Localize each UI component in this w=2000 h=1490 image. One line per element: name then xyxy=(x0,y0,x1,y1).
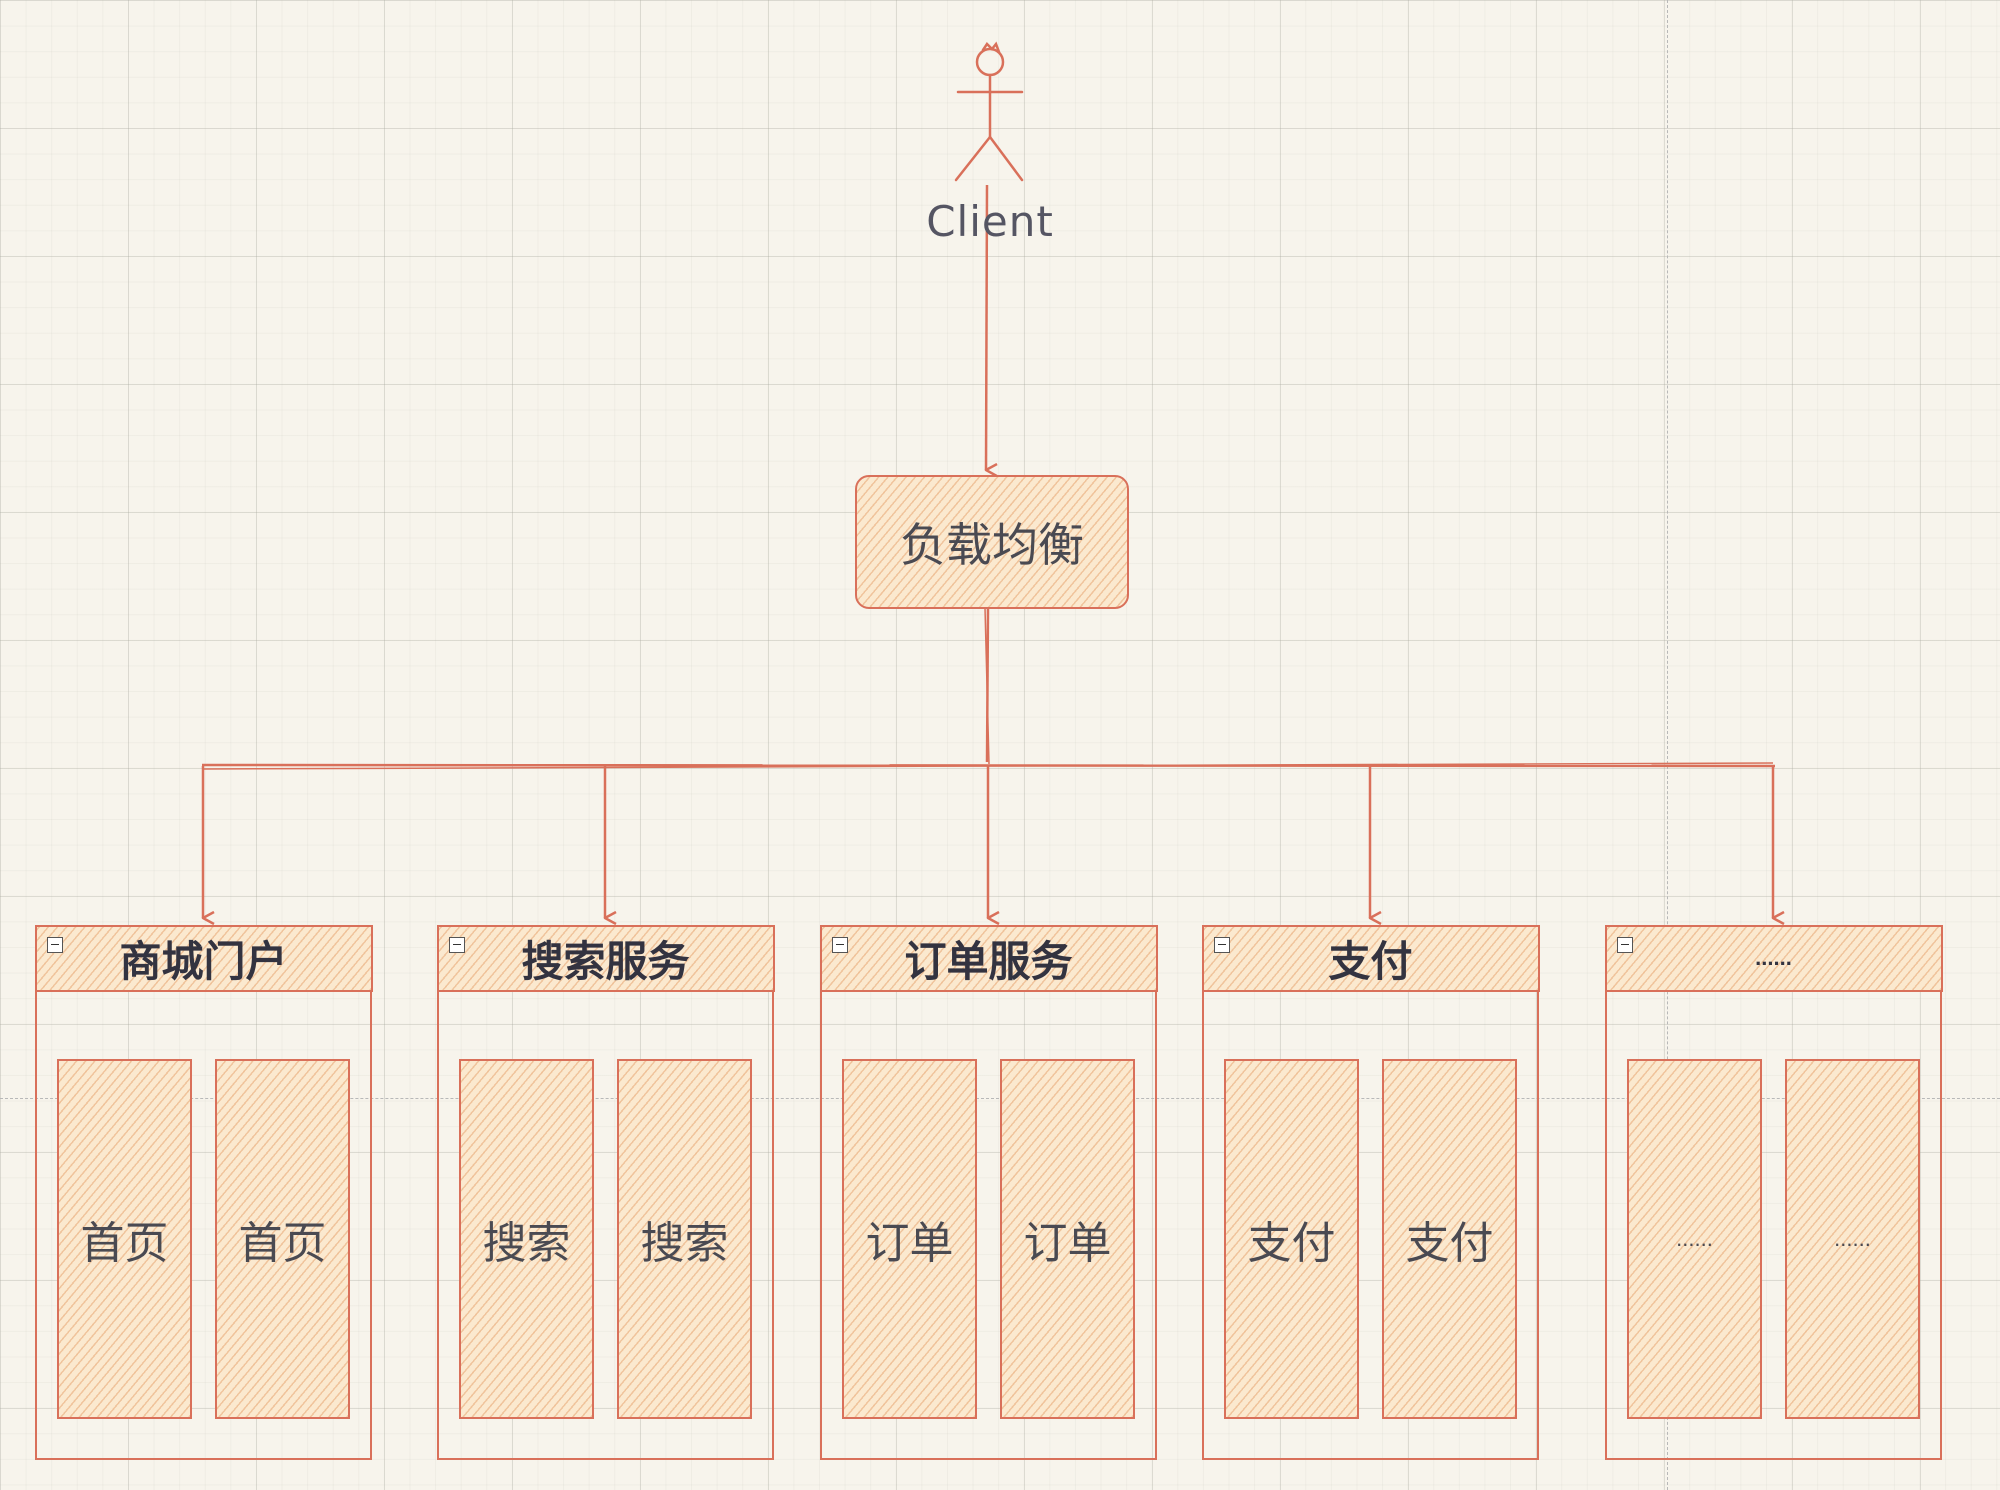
node-label: 首页 xyxy=(238,1219,327,1268)
service-node[interactable]: 首页 xyxy=(215,1059,350,1419)
group-title: 支付 xyxy=(1328,937,1413,985)
service-node[interactable]: 首页 xyxy=(57,1059,192,1419)
node-label: 搜索 xyxy=(640,1219,729,1268)
service-node[interactable]: ...... xyxy=(1785,1059,1920,1419)
group-header: 搜索服务 xyxy=(436,924,775,992)
lb-trunk-line-sketch xyxy=(984,607,990,765)
service-node[interactable]: 搜索 xyxy=(459,1059,594,1419)
client-actor-icon xyxy=(954,41,1024,182)
group-title: 搜索服务 xyxy=(521,937,690,985)
node-label: ...... xyxy=(1834,1226,1871,1251)
node-label: 支付 xyxy=(1405,1219,1494,1268)
node-label: 首页 xyxy=(80,1219,169,1268)
service-node[interactable]: 搜索 xyxy=(617,1059,752,1419)
collapse-icon[interactable] xyxy=(1616,936,1633,953)
service-node[interactable]: ...... xyxy=(1627,1059,1762,1419)
node-label: 订单 xyxy=(1023,1219,1112,1268)
client-label: Client xyxy=(926,197,1054,246)
collapse-icon[interactable] xyxy=(448,936,465,953)
group-title: ...... xyxy=(1755,945,1792,970)
client-to-lb-arrow xyxy=(986,184,987,470)
group-title: 订单服务 xyxy=(904,937,1073,985)
collapse-icon[interactable] xyxy=(46,936,63,953)
group-more[interactable]: ...... ...... ...... xyxy=(1604,924,1943,1460)
group-mall-portal[interactable]: 商城门户 首页 首页 xyxy=(34,924,373,1460)
load-balancer-label: 负载均衡 xyxy=(900,519,1084,571)
group-header: 订单服务 xyxy=(819,924,1158,992)
service-node[interactable]: 订单 xyxy=(842,1059,977,1419)
collapse-icon[interactable] xyxy=(1213,936,1230,953)
load-balancer-box[interactable]: 负载均衡 xyxy=(855,475,1129,609)
group-title: 商城门户 xyxy=(119,937,288,985)
node-label: 订单 xyxy=(865,1219,954,1268)
group-order-service[interactable]: 订单服务 订单 订单 xyxy=(819,924,1158,1460)
service-node[interactable]: 支付 xyxy=(1382,1059,1517,1419)
node-label: 搜索 xyxy=(482,1219,571,1268)
group-payment[interactable]: 支付 支付 支付 xyxy=(1201,924,1540,1460)
service-node[interactable]: 支付 xyxy=(1224,1059,1359,1419)
group-header: 支付 xyxy=(1201,924,1540,992)
collapse-icon[interactable] xyxy=(831,936,848,953)
group-header: 商城门户 xyxy=(34,924,373,992)
node-label: ...... xyxy=(1676,1226,1713,1251)
node-label: 支付 xyxy=(1247,1219,1336,1268)
group-search-service[interactable]: 搜索服务 搜索 搜索 xyxy=(436,924,775,1460)
vertical-guide-line xyxy=(1667,0,1668,1490)
service-node[interactable]: 订单 xyxy=(1000,1059,1135,1419)
group-header: ...... xyxy=(1604,924,1943,992)
